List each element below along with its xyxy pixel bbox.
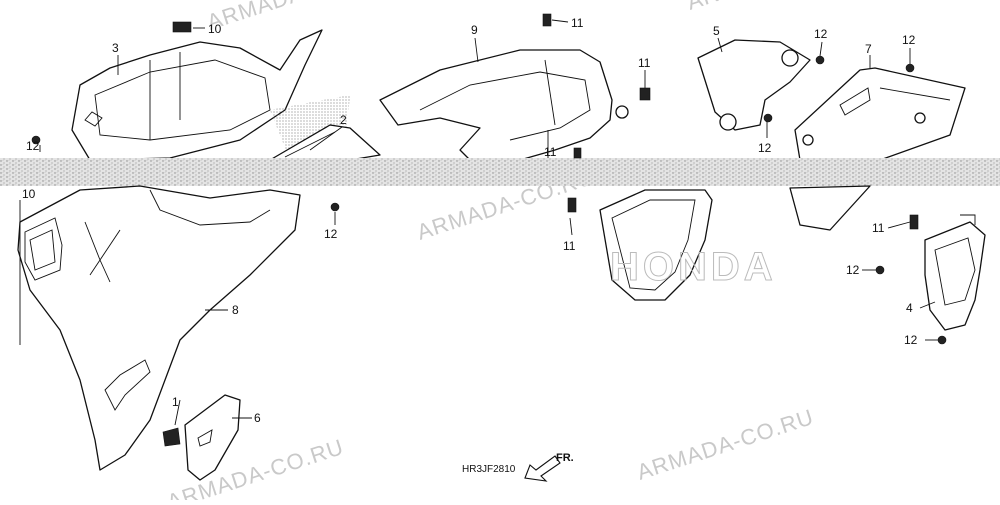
callout-11-lower: 11 <box>563 239 576 253</box>
callout-10-top: 10 <box>208 22 222 36</box>
part-9-lower-section: HONDA <box>599 189 777 301</box>
screw-12-a <box>815 55 825 65</box>
callout-10-left: 10 <box>22 187 36 201</box>
front-direction-marker: FR. <box>524 452 574 482</box>
callout-2: 2 <box>340 113 347 127</box>
brand-mark: HONDA <box>610 245 777 289</box>
callout-9: 9 <box>471 23 478 37</box>
clip-10-top <box>172 21 192 33</box>
screw-12-e <box>330 202 340 212</box>
screw-12-d <box>31 135 41 145</box>
screw-12-b <box>905 63 915 73</box>
screw-12-g <box>937 335 947 345</box>
callout-7: 7 <box>865 42 872 56</box>
watermark-2: ARMADA-CO.RU <box>684 0 867 15</box>
part-8-side-cover <box>17 185 301 471</box>
callout-12-f: 12 <box>904 333 918 347</box>
callout-12-b: 12 <box>902 33 916 47</box>
watermark-1: ARMADA-CO.RU <box>204 0 387 35</box>
callout-11-center: 11 <box>638 56 651 70</box>
callout-11-mid: 11 <box>544 145 557 159</box>
callout-5: 5 <box>713 24 720 38</box>
callout-11-top: 11 <box>571 16 584 30</box>
callout-12-c: 12 <box>758 141 772 155</box>
part-5-plate <box>697 39 811 131</box>
scan-noise-band <box>0 158 1000 186</box>
callout-4: 4 <box>906 301 913 315</box>
diagram-code: HR3JF2810 <box>462 464 516 475</box>
callout-12-a: 12 <box>814 27 828 41</box>
bolt-11-right <box>909 214 919 230</box>
nut-1 <box>162 427 181 447</box>
part-4-bracket <box>924 214 986 331</box>
watermark-4: ARMADA-CO.RU <box>634 404 817 485</box>
screw-12-f <box>875 265 885 275</box>
bolt-11-top <box>542 13 552 27</box>
front-label: FR. <box>556 452 574 464</box>
front-arrow-icon <box>524 455 561 482</box>
callout-11-right: 11 <box>872 221 885 235</box>
bolt-11-lower <box>567 197 577 213</box>
callout-3: 3 <box>112 41 119 55</box>
callout-8: 8 <box>232 303 239 317</box>
part-6-small-panel <box>184 394 241 481</box>
callout-12-g: 12 <box>26 139 40 153</box>
callout-1: 1 <box>172 395 179 409</box>
leader-lines <box>19 19 938 426</box>
bolt-11-mid <box>573 147 582 159</box>
part-7-lower-section <box>789 185 871 231</box>
callout-6: 6 <box>254 411 261 425</box>
part-7-panel <box>794 67 966 161</box>
bolt-11-center <box>639 87 651 101</box>
part-9-cover <box>379 49 629 161</box>
callout-12-e: 12 <box>846 263 860 277</box>
callouts: 10 3 2 9 11 11 11 11 5 12 7 12 12 10 12 … <box>22 16 918 425</box>
callout-12-d: 12 <box>324 227 338 241</box>
screw-12-c <box>763 113 773 123</box>
